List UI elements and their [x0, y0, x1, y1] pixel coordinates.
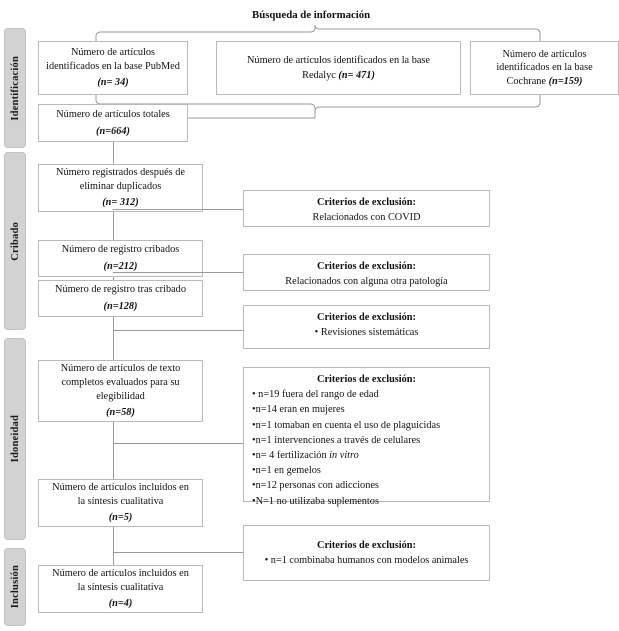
connector-totales-duplicados — [113, 142, 114, 164]
phase-label-cribado: Cribado — [9, 221, 21, 261]
connector-sintesis5-sintesis4 — [113, 527, 114, 565]
box-cochrane-line1: Número de artículos — [502, 48, 587, 60]
box-pubmed-line2: identificados en la base PubMed — [46, 60, 180, 72]
connector-trascribado-to-revisiones — [113, 330, 243, 331]
box-tras-cribado-count: (n=128) — [103, 301, 138, 312]
phase-label-idoneidad: Idoneidad — [9, 415, 21, 463]
exclusion-animales-list: • n=1 combinaba humanos con modelos anim… — [252, 554, 481, 568]
exclusion-covid-subtitle: Relacionados con COVID — [312, 212, 421, 224]
connector-sintesis5-to-animales — [113, 552, 243, 553]
connector-trascribado-texto — [113, 317, 114, 360]
exclusion-patologia: Criterios de exclusión: Relacionados con… — [243, 254, 490, 291]
exclusion-idoneidad-item-5: •n=1 en gemelos — [252, 465, 321, 477]
exclusion-idoneidad: Criterios de exclusión: • n=19 fuera del… — [243, 367, 490, 507]
box-sintesis-4: Número de artículos incluidos en la sínt… — [38, 565, 203, 613]
box-texto-completo-line3: elegibilidad — [96, 390, 145, 402]
exclusion-idoneidad-item-6: •n=12 personas con adicciones — [252, 480, 379, 492]
box-pubmed-count: (n= 34) — [97, 77, 129, 89]
box-pubmed: Número de artículos identificados en la … — [38, 41, 188, 95]
exclusion-idoneidad-item-1: •n=14 eran en mujeres — [252, 404, 345, 416]
exclusion-patologia-title: Criterios de exclusión: — [317, 261, 416, 272]
exclusion-animales-title: Criterios de exclusión: — [317, 540, 416, 551]
box-duplicados: Número registrados después de eliminar d… — [38, 164, 203, 212]
box-sintesis-5-line2: la síntesis cualitativa — [77, 495, 164, 507]
connector-texto-to-idoneidad-exclusion — [113, 443, 243, 444]
exclusion-revisiones-title: Criterios de exclusión: — [317, 312, 416, 323]
exclusion-revisiones-list: • Revisiones sistemáticas — [252, 326, 481, 340]
box-cochrane: Número de artículos identificados en la … — [470, 41, 619, 95]
box-texto-completo-line1: Número de artículos de texto — [60, 363, 181, 375]
exclusion-patologia-subtitle: Relacionados con alguna otra patología — [285, 276, 448, 288]
exclusion-idoneidad-item-4: •n= 4 fertilización in vitro — [252, 450, 359, 462]
box-cribados-count: (n=212) — [103, 261, 138, 272]
box-sintesis-5-line1: Número de artículos incluidos en — [52, 482, 189, 494]
box-texto-completo: Número de artículos de texto completos e… — [38, 360, 203, 422]
box-totales-count: (n=664) — [96, 125, 130, 137]
phase-inclusion: Inclusión — [4, 548, 26, 626]
exclusion-covid: Criterios de exclusión: Relacionados con… — [243, 190, 490, 227]
connector-texto-sintesis5 — [113, 422, 114, 479]
exclusion-idoneidad-item-3: •n=1 intervenciones a través de celulare… — [252, 434, 421, 446]
box-tras-cribado-line1: Número de registro tras cribado — [55, 284, 186, 296]
box-totales-line1: Número de artículos totales — [56, 108, 170, 120]
exclusion-revisiones-item-0: • Revisiones sistemáticas — [314, 327, 419, 339]
box-cochrane-line3: Cochrane (n=159) — [506, 75, 583, 87]
box-totales: Número de artículos totales (n=664) — [38, 104, 188, 142]
box-cribados: Número de registro cribados (n=212) — [38, 240, 203, 277]
box-sintesis-4-line2: la síntesis cualitativa — [77, 581, 164, 593]
box-redalyc: Número de artículos identificados en la … — [216, 41, 461, 95]
exclusion-animales: Criterios de exclusión: • n=1 combinaba … — [243, 525, 490, 581]
exclusion-idoneidad-list: • n=19 fuera del rango de edad •n=14 era… — [252, 388, 481, 509]
connector-duplicados-cribados — [113, 212, 114, 240]
box-tras-cribado: Número de registro tras cribado (n=128) — [38, 280, 203, 317]
exclusion-revisiones: Criterios de exclusión: • Revisiones sis… — [243, 305, 490, 349]
box-duplicados-count: (n= 312) — [102, 197, 139, 209]
phase-idoneidad: Idoneidad — [4, 338, 26, 540]
box-texto-completo-count: (n=58) — [106, 407, 135, 419]
exclusion-covid-title: Criterios de exclusión: — [317, 197, 416, 208]
phase-label-identificacion: Identificación — [9, 55, 21, 121]
box-redalyc-line2: Redalyc (n= 471) — [302, 69, 375, 81]
page-title: Búsqueda de información — [252, 9, 371, 21]
box-sintesis-5-count: (n=5) — [108, 512, 133, 524]
exclusion-animales-item-0: • n=1 combinaba humanos con modelos anim… — [264, 555, 469, 567]
box-sintesis-4-count: (n=4) — [108, 598, 133, 610]
phase-cribado: Cribado — [4, 152, 26, 330]
exclusion-idoneidad-title: Criterios de exclusión: — [317, 374, 416, 385]
connector-cribados-to-patologia — [113, 272, 243, 273]
box-redalyc-line1: Número de artículos identificados en la … — [247, 54, 430, 66]
box-duplicados-line2: eliminar duplicados — [79, 180, 162, 192]
phase-label-inclusion: Inclusión — [9, 565, 21, 609]
box-sintesis-4-line1: Número de artículos incluidos en — [52, 568, 189, 580]
phase-identificacion: Identificación — [4, 28, 26, 148]
box-cribados-line1: Número de registro cribados — [61, 244, 180, 256]
box-texto-completo-line2: completos evaluados para su — [61, 376, 180, 388]
box-cochrane-line2: identificados en la base — [496, 62, 593, 74]
exclusion-idoneidad-item-2: •n=1 tomaban en cuenta el uso de plaguic… — [252, 419, 441, 431]
connector-duplicados-to-covid — [113, 209, 243, 210]
box-sintesis-5: Número de artículos incluidos en la sínt… — [38, 479, 203, 527]
box-duplicados-line1: Número registrados después de — [56, 167, 185, 179]
exclusion-idoneidad-item-7: •N=1 no utilizaba suplementos — [252, 495, 379, 507]
box-pubmed-line1: Número de artículos — [70, 47, 156, 59]
exclusion-idoneidad-item-0: • n=19 fuera del rango de edad — [252, 389, 379, 401]
